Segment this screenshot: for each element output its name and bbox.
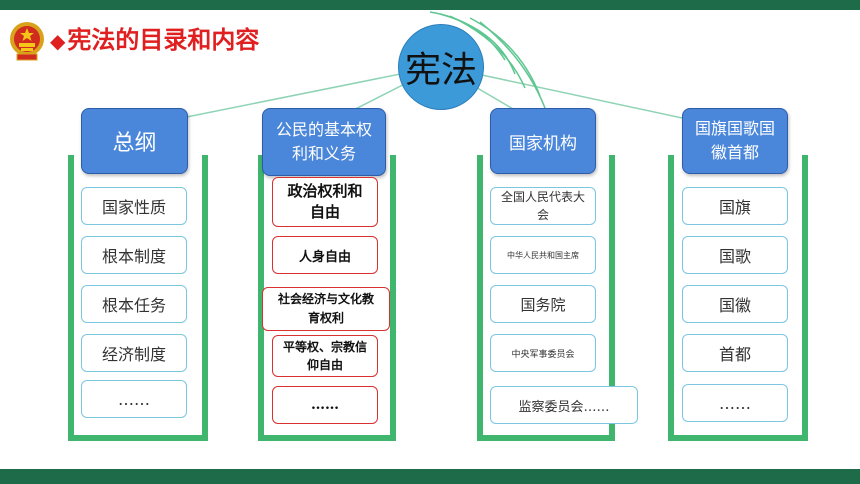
top-accent-bar: [0, 0, 860, 10]
list-item: 根本任务: [81, 285, 187, 323]
list-item-label: 根本制度: [101, 247, 166, 266]
title-marker: ◆: [50, 29, 66, 53]
list-item: ……: [272, 386, 378, 424]
page-title: ◆宪法的目录和内容: [50, 20, 259, 55]
list-item-label: 国徽: [718, 296, 751, 315]
center-node: 宪法: [398, 24, 484, 110]
national-emblem-icon: [10, 22, 44, 61]
list-item: 平等权、宗教信仰自由: [272, 335, 378, 377]
list-item-label: 全国人民代表大会: [501, 190, 586, 222]
column-header-2: 公民的基本权利和义务: [262, 108, 386, 176]
list-item-label: 中华人民共和国主席: [507, 250, 579, 260]
column-header-1: 总纲: [81, 108, 188, 174]
column-header-4: 国旗国歌国徽首都: [682, 108, 788, 174]
list-item: 全国人民代表大会: [490, 187, 596, 225]
list-item: 国务院: [490, 285, 596, 323]
column-header-4-label: 国旗国歌国徽首都: [694, 119, 775, 162]
list-item-label: ……: [719, 393, 751, 413]
list-item-label: 国务院: [520, 295, 566, 314]
list-item: 政治权利和自由: [272, 177, 378, 227]
list-item: 国歌: [682, 236, 788, 274]
title-text: 宪法的目录和内容: [67, 26, 260, 54]
column-frame-1: [68, 155, 208, 441]
list-item: 国徽: [682, 285, 788, 323]
list-item-label: 国歌: [718, 247, 751, 266]
list-item-label: ……: [118, 389, 150, 409]
list-item: 社会经济与文化教育权利: [262, 287, 390, 331]
list-item: 经济制度: [81, 334, 187, 372]
list-item-label: 人身自由: [298, 249, 351, 265]
list-item-label: 监察委员会……: [518, 399, 610, 415]
column-header-3-label: 国家机构: [509, 133, 577, 154]
list-item: 中华人民共和国主席: [490, 236, 596, 274]
list-item: 国旗: [682, 187, 788, 225]
column-frame-3: [477, 155, 615, 441]
list-item-label: 中央军事委员会: [511, 349, 575, 360]
list-item: 监察委员会……: [490, 386, 638, 424]
center-label: 宪法: [404, 50, 477, 91]
list-item-label: ……: [311, 397, 339, 413]
bottom-accent-bar: [0, 469, 860, 484]
column-header-2-label: 公民的基本权利和义务: [275, 120, 372, 163]
list-item: 首都: [682, 334, 788, 372]
column-frame-2: [258, 155, 396, 441]
list-item-label: 首都: [718, 345, 751, 364]
column-header-3: 国家机构: [490, 108, 596, 174]
list-item: 根本制度: [81, 236, 187, 274]
list-item-label: 国家性质: [101, 198, 166, 217]
list-item-label: 国旗: [718, 198, 751, 217]
list-item-label: 根本任务: [101, 296, 166, 315]
list-item-label: 平等权、宗教信仰自由: [282, 340, 367, 372]
column-frame-4: [668, 155, 808, 441]
column-header-1-label: 总纲: [112, 131, 157, 156]
list-item: 中央军事委员会: [490, 334, 596, 372]
list-item: ……: [81, 380, 187, 418]
list-item-label: 经济制度: [101, 345, 166, 364]
list-item: 人身自由: [272, 236, 378, 274]
list-item-label: 政治权利和自由: [287, 182, 363, 221]
list-item: 国家性质: [81, 187, 187, 225]
list-item: ……: [682, 384, 788, 422]
list-item-label: 社会经济与文化教育权利: [277, 291, 374, 325]
